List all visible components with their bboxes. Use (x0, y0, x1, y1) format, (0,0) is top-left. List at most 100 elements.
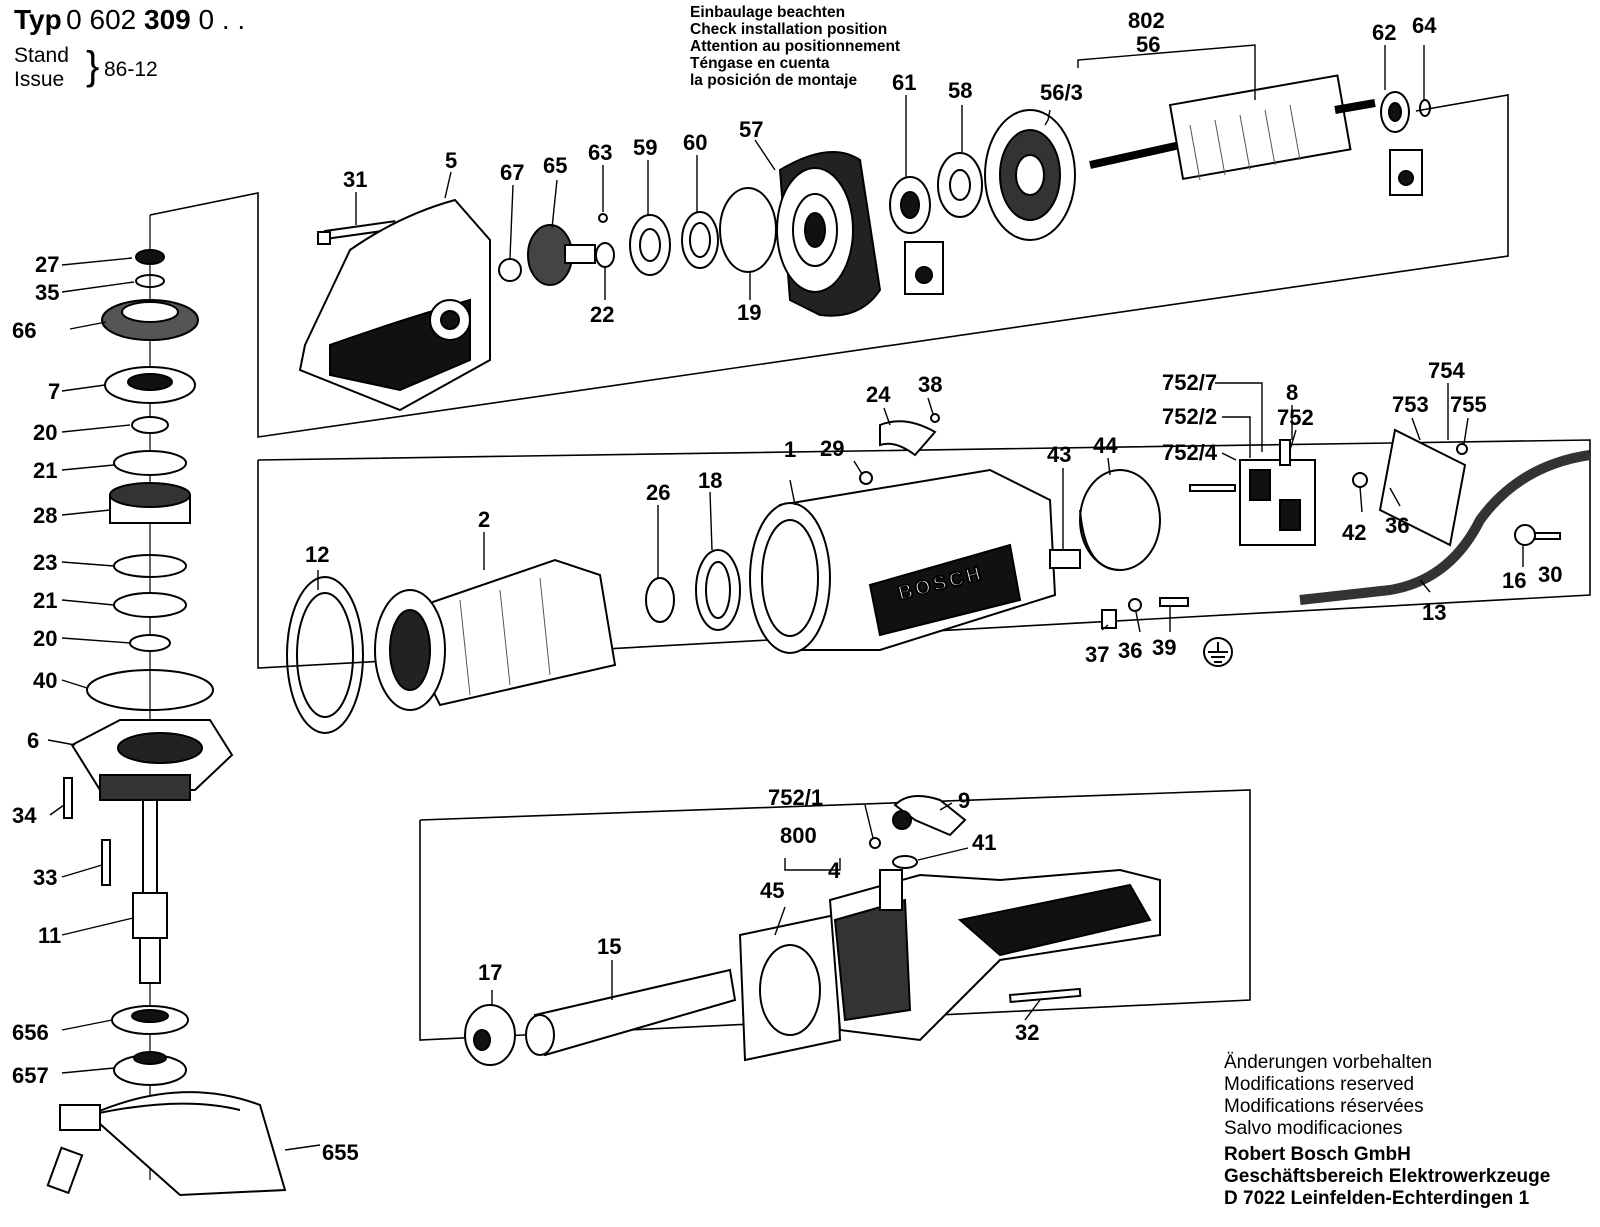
label-657: 657 (12, 1063, 49, 1088)
notice-line: Attention au positionnement (690, 38, 901, 55)
label-8: 8 (1286, 380, 1298, 405)
label-28: 28 (33, 503, 57, 528)
label-34: 34 (12, 803, 37, 828)
issue-brace: } (86, 44, 100, 88)
label-22: 22 (590, 302, 614, 327)
part-56-armature (1089, 74, 1376, 181)
label-63: 63 (588, 140, 612, 165)
part-2-stator (374, 558, 617, 711)
label-655: 655 (322, 1140, 359, 1165)
label-4: 4 (828, 858, 841, 883)
part-752-4-screw (1189, 484, 1236, 492)
part-28-ball-bearing (109, 482, 191, 524)
issue-label: Issue (14, 68, 65, 91)
modifications-notice: Änderungen vorbehalten Modifications res… (1224, 1052, 1432, 1140)
label-26: 26 (646, 480, 670, 505)
part-33-screw (101, 839, 111, 886)
part-1-motor-housing: BOSCH (749, 468, 1057, 654)
part-37-clip (1101, 609, 1117, 629)
modifications-line: Salvo modificaciones (1224, 1118, 1403, 1139)
label-752-1: 752/1 (768, 785, 823, 810)
part-12-ring (286, 576, 364, 734)
label-37: 37 (1085, 642, 1109, 667)
label-20a: 20 (33, 420, 57, 445)
part-16-clamp (1514, 524, 1536, 546)
label-29: 29 (820, 436, 844, 461)
label-802: 802 (1128, 8, 1165, 33)
label-40: 40 (33, 668, 57, 693)
label-36b: 36 (1118, 638, 1142, 663)
label-12: 12 (305, 542, 329, 567)
company-line: Robert Bosch GmbH (1224, 1144, 1411, 1165)
label-32: 32 (1015, 1020, 1039, 1045)
label-21a: 21 (33, 458, 57, 483)
label-35: 35 (35, 280, 59, 305)
modifications-line: Modifications réservées (1224, 1096, 1424, 1117)
type-label: Typ (14, 4, 62, 35)
frame-top-section (149, 94, 1509, 438)
label-752-7: 752/7 (1162, 370, 1217, 395)
label-752-2: 752/2 (1162, 404, 1217, 429)
label-44: 44 (1093, 433, 1118, 458)
part-27-nut (135, 249, 165, 265)
label-65: 65 (543, 153, 567, 178)
label-656: 656 (12, 1020, 49, 1045)
part-752-switch (1239, 439, 1316, 546)
label-24: 24 (866, 382, 891, 407)
label-36a: 36 (1385, 513, 1409, 538)
bottom-section-parts (464, 795, 1161, 1066)
type-header: Typ 0 602 309 0 . . (14, 4, 245, 36)
label-67: 67 (500, 160, 524, 185)
installation-notice: Einbaulage beachten Check installation p… (690, 4, 900, 89)
label-23: 23 (33, 550, 57, 575)
label-753: 753 (1392, 392, 1429, 417)
frame-bottom-section (419, 789, 1251, 1041)
part-21a-ring (113, 450, 187, 476)
label-752: 752 (1277, 405, 1314, 430)
label-16: 16 (1502, 568, 1526, 593)
label-38: 38 (918, 372, 942, 397)
label-66: 66 (12, 318, 36, 343)
part-30-screw (1534, 532, 1561, 540)
part-655-guard (46, 1091, 287, 1197)
label-41: 41 (972, 830, 996, 855)
part-35-ring (135, 274, 165, 288)
label-57: 57 (739, 117, 763, 142)
spindle-stack-parts (46, 249, 287, 1197)
label-6: 6 (27, 728, 39, 753)
part-42-washer (1352, 472, 1368, 488)
part-34-screw (63, 777, 73, 819)
label-2: 2 (478, 507, 490, 532)
label-5: 5 (445, 148, 457, 173)
part-38-screw (930, 413, 940, 423)
part-20b-washer (129, 634, 171, 652)
type-number-suffix: 0 . . (198, 4, 246, 35)
part-22-washer (595, 242, 615, 268)
part-20a-washer (131, 416, 169, 434)
part-43-brush (1049, 549, 1081, 569)
label-56-3: 56/3 (1040, 80, 1083, 105)
part-11-spindle (132, 799, 168, 984)
label-21b: 21 (33, 588, 57, 613)
part-number-labels: 31 5 67 65 63 59 60 57 61 58 56/3 802 56… (12, 8, 1562, 1165)
part-17-sleeve (464, 1004, 516, 1066)
label-60: 60 (683, 130, 707, 155)
notice-line: Téngase en cuenta (690, 55, 830, 72)
label-18: 18 (698, 468, 722, 493)
modifications-line: Änderungen vorbehalten (1224, 1052, 1433, 1073)
company-address: Robert Bosch GmbH Geschäftsbereich Elekt… (1224, 1144, 1550, 1210)
part-755-screw (1456, 443, 1468, 455)
type-number-prefix: 0 602 (66, 4, 137, 35)
part-29-screw (859, 471, 873, 485)
company-line: D 7022 Leinfelden-Echterdingen 1 (1224, 1188, 1530, 1209)
issue-block: Stand Issue (14, 44, 69, 92)
top-section-parts (298, 74, 1431, 412)
middle-section-parts: BOSCH (286, 413, 1591, 734)
part-44-cap (1079, 469, 1161, 571)
label-56: 56 (1136, 32, 1160, 57)
label-11: 11 (38, 923, 61, 948)
part-36b-washer (1128, 598, 1142, 612)
part-9-lever (892, 795, 967, 837)
label-800: 800 (780, 823, 817, 848)
label-64: 64 (1412, 13, 1437, 38)
